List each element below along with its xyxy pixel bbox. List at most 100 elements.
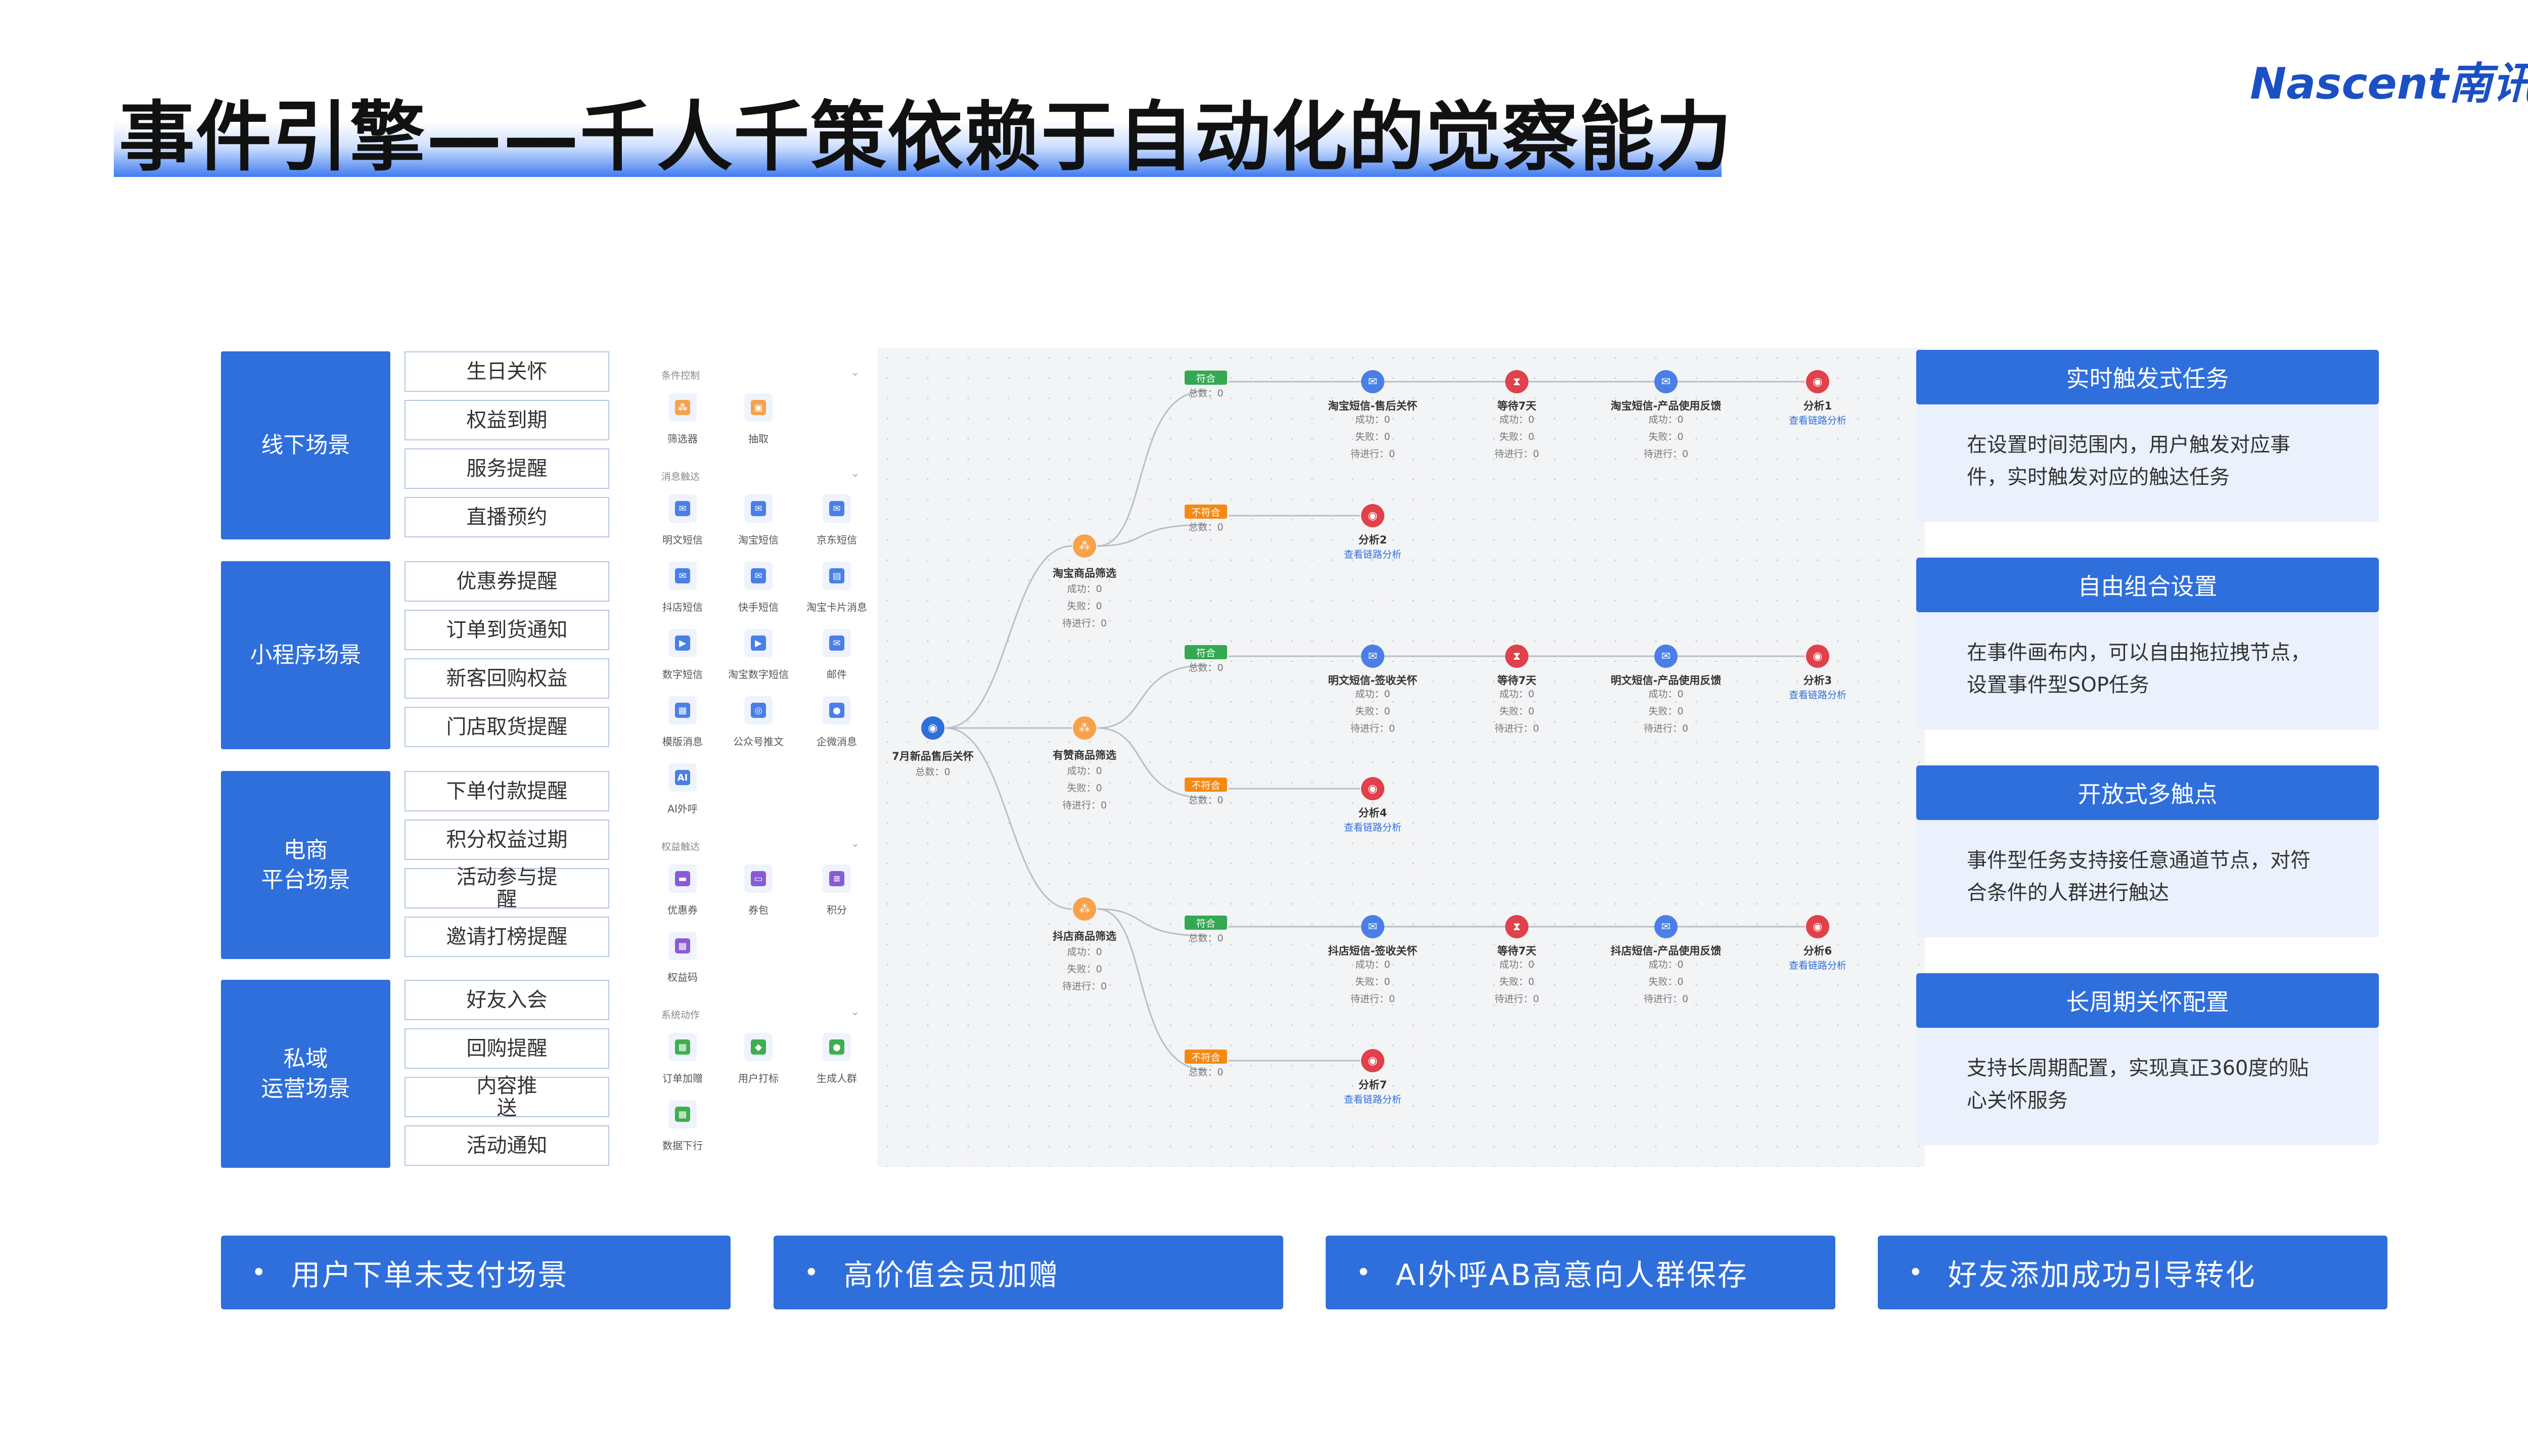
scene-item[interactable]: 门店取货提醒: [404, 707, 609, 747]
scene-item[interactable]: 直播预约: [404, 497, 609, 537]
mail-icon[interactable]: ✉: [823, 629, 851, 657]
node-stat: 失败：0: [1648, 706, 1684, 717]
sms-icon[interactable]: ✉: [668, 562, 697, 590]
chevron-down-icon[interactable]: ⌄: [850, 467, 860, 480]
palette-section-title: 权益触达: [661, 841, 700, 852]
flow-edge: [1097, 908, 1206, 937]
scene-item[interactable]: 优惠券提醒: [404, 561, 609, 602]
link-analysis[interactable]: 查看链路分析: [1788, 960, 1846, 971]
scene-block[interactable]: 电商平台场景: [221, 771, 390, 959]
node-stat: 总数：0: [1188, 795, 1224, 806]
title-underline-band: [114, 76, 1722, 177]
ai-call-icon[interactable]: AI: [668, 763, 697, 792]
filter-node-icon[interactable]: ⁂: [1073, 716, 1096, 740]
scene-item[interactable]: 活动参与提醒: [404, 866, 609, 911]
palette-item-label: 券包: [748, 904, 769, 916]
palette-section-title: 消息触达: [661, 471, 700, 482]
template-icon[interactable]: ▦: [668, 696, 697, 724]
data-icon[interactable]: ▦: [668, 1100, 697, 1128]
sms-node-icon[interactable]: ✉: [1361, 915, 1384, 938]
chevron-down-icon[interactable]: ⌄: [850, 1006, 860, 1018]
scene-item[interactable]: 服务提醒: [404, 448, 609, 489]
sms-node-icon[interactable]: ✉: [1361, 645, 1384, 668]
points-icon[interactable]: ≡: [823, 864, 851, 893]
feature-description: 事件型任务支持接任意通道节点，对符合条件的人群进行触达: [1916, 820, 2379, 937]
scene-item[interactable]: 邀请打榜提醒: [404, 917, 609, 957]
condition-no-tag[interactable]: 不符合: [1185, 505, 1227, 519]
code-icon[interactable]: ▦: [668, 932, 697, 960]
link-analysis[interactable]: 查看链路分析: [1788, 415, 1846, 426]
analysis-node-icon[interactable]: ◉: [1806, 915, 1829, 938]
coupon-pack-icon[interactable]: ▭: [744, 864, 773, 893]
scenario-button[interactable]: •好友添加成功引导转化: [1878, 1236, 2387, 1309]
sms-node-icon[interactable]: ✉: [1654, 645, 1678, 668]
node-stat: 待进行：0: [1494, 723, 1540, 734]
start-node-icon[interactable]: ◉: [921, 716, 944, 740]
filter-node-icon[interactable]: ⁂: [1073, 534, 1096, 558]
scenario-button[interactable]: •高价值会员加赠: [774, 1236, 1283, 1309]
scene-item[interactable]: 积分权益过期: [404, 820, 609, 860]
scene-block[interactable]: 小程序场景: [221, 561, 390, 749]
wechat-article-icon[interactable]: ◎: [744, 696, 773, 724]
card-icon[interactable]: ▤: [823, 562, 851, 590]
node-stat: 待进行：0: [1062, 981, 1107, 992]
scene-item[interactable]: 回购提醒: [404, 1028, 609, 1069]
sms-node-icon[interactable]: ✉: [1361, 370, 1384, 393]
gift-icon[interactable]: ▦: [668, 1033, 697, 1061]
link-analysis[interactable]: 查看链路分析: [1788, 690, 1846, 701]
analysis-node-icon[interactable]: ◉: [1806, 370, 1829, 393]
ai-call-icon-glyph: AI: [675, 770, 690, 785]
filter-icon[interactable]: ⁂: [668, 393, 697, 422]
tag-icon[interactable]: ◆: [744, 1033, 773, 1061]
scene-item[interactable]: 生日关怀: [404, 351, 609, 392]
sms-icon[interactable]: ✉: [744, 562, 773, 590]
scene-item[interactable]: 权益到期: [404, 400, 609, 440]
condition-no-tag[interactable]: 不符合: [1185, 1050, 1227, 1064]
link-analysis[interactable]: 查看链路分析: [1343, 822, 1402, 833]
video-sms-icon[interactable]: ▶: [744, 629, 773, 657]
link-analysis[interactable]: 查看链路分析: [1343, 549, 1402, 560]
chevron-down-icon[interactable]: ⌄: [850, 366, 860, 379]
scenario-button[interactable]: •AI外呼AB高意向人群保存: [1326, 1236, 1835, 1309]
scene-item[interactable]: 好友入会: [404, 980, 609, 1020]
chevron-down-icon[interactable]: ⌄: [850, 837, 860, 850]
filter-node-icon[interactable]: ⁂: [1073, 897, 1096, 921]
sms-icon[interactable]: ✉: [744, 494, 773, 523]
scene-item[interactable]: 下单付款提醒: [404, 771, 609, 811]
node-stat: 待进行：0: [1643, 723, 1689, 734]
condition-yes-tag[interactable]: 符合: [1185, 916, 1227, 930]
scene-block[interactable]: 线下场景: [221, 351, 390, 539]
sms-node-icon[interactable]: ✉: [1654, 370, 1678, 393]
wait-node-icon[interactable]: ⧗: [1505, 645, 1528, 668]
video-sms-icon[interactable]: ▶: [668, 629, 697, 657]
condition-no-tag[interactable]: 不符合: [1185, 778, 1227, 792]
analysis-node-icon[interactable]: ◉: [1361, 504, 1384, 527]
scene-item[interactable]: 活动通知: [404, 1125, 609, 1166]
node-stat: 待进行：0: [1350, 723, 1395, 734]
flow-edge: [1097, 908, 1206, 1071]
coupon-icon[interactable]: ▬: [668, 864, 697, 893]
analysis-node-icon[interactable]: ◉: [1361, 1049, 1384, 1072]
sms-icon[interactable]: ✉: [668, 494, 697, 523]
chat-icon[interactable]: ●: [823, 696, 851, 724]
link-analysis[interactable]: 查看链路分析: [1343, 1094, 1402, 1105]
node-stat: 总数：0: [1188, 1067, 1224, 1078]
scene-item[interactable]: 订单到货通知: [404, 610, 609, 650]
extract-icon[interactable]: ▣: [744, 393, 773, 422]
sms-icon[interactable]: ✉: [823, 494, 851, 523]
scenario-button[interactable]: •用户下单未支付场景: [221, 1236, 731, 1309]
wait-node-icon[interactable]: ⧗: [1505, 370, 1528, 393]
condition-yes-tag[interactable]: 符合: [1185, 371, 1227, 385]
sms-node-icon[interactable]: ✉: [1654, 915, 1678, 938]
wait-node-icon[interactable]: ⧗: [1505, 915, 1528, 938]
analysis-node-icon[interactable]: ◉: [1361, 777, 1384, 800]
analysis-node-icon[interactable]: ◉: [1806, 645, 1829, 668]
scene-block[interactable]: 私域运营场景: [221, 980, 390, 1168]
condition-yes-tag[interactable]: 符合: [1185, 645, 1227, 659]
crowd-icon[interactable]: ●: [823, 1033, 851, 1061]
scene-item[interactable]: 新客回购权益: [404, 658, 609, 699]
node-label: 明文短信-签收关怀: [1328, 674, 1418, 687]
scene-item[interactable]: 内容推送: [404, 1075, 609, 1119]
palette-item-label: 企微消息: [817, 736, 857, 748]
